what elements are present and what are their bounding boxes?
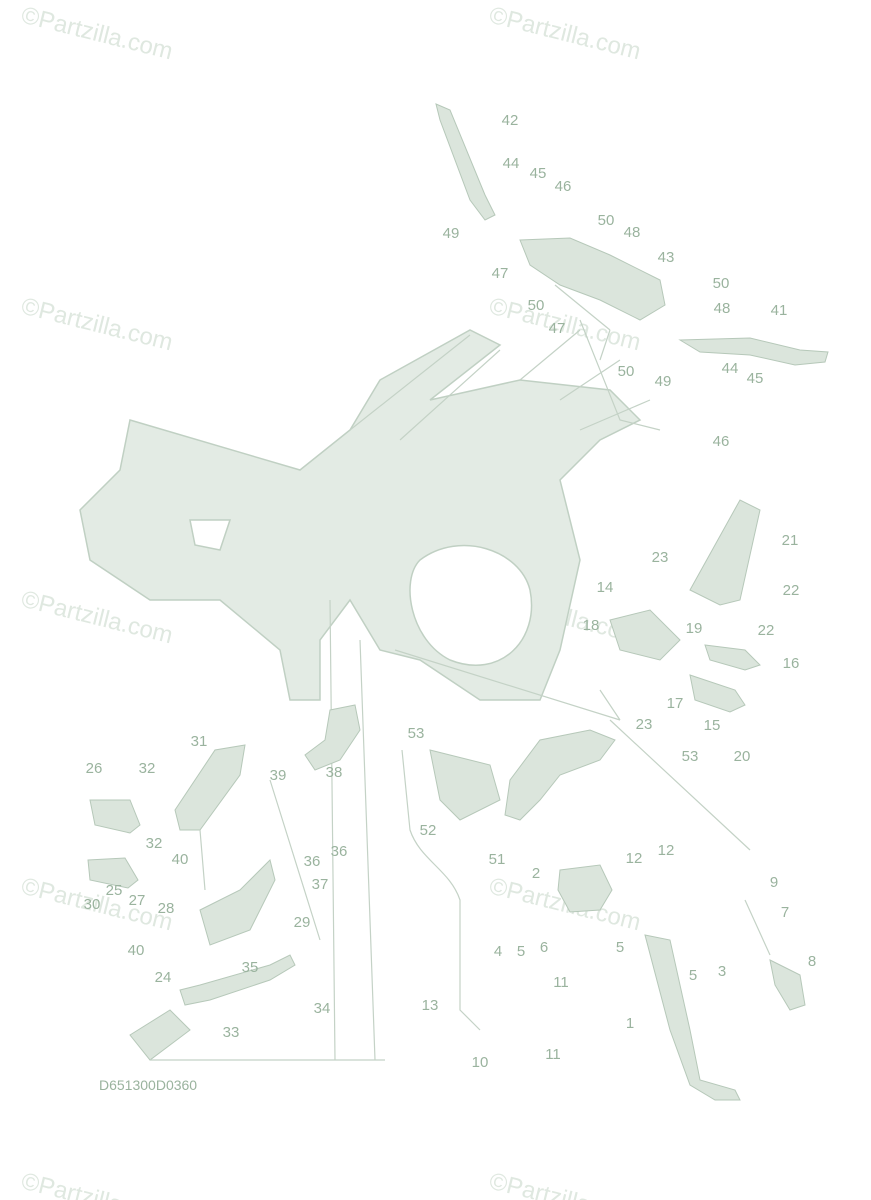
part-number-label: 7: [781, 904, 789, 921]
part-number-label: 31: [191, 733, 208, 750]
part-number-label: 25: [106, 882, 123, 899]
part-number-label: 33: [223, 1024, 240, 1041]
part-number-label: 23: [636, 716, 653, 733]
part-number-label: 32: [146, 835, 163, 852]
rear-bracket-drawing: [435, 103, 829, 431]
watermark-2: ©Partzilla.com: [487, 2, 644, 66]
part-number-label: 47: [492, 265, 509, 282]
part-number-label: 3: [718, 963, 726, 980]
part-number-label: 11: [553, 974, 569, 991]
part-number-label: 22: [783, 582, 800, 599]
part-number-label: 5: [517, 943, 525, 960]
watermark-3: ©Partzilla.com: [19, 293, 176, 357]
part-number-label: 28: [158, 900, 175, 917]
part-number-label: 50: [528, 297, 545, 314]
part-number-label: 50: [713, 275, 730, 292]
part-number-label: 50: [618, 363, 635, 380]
part-number-label: 26: [86, 760, 103, 777]
part-number-label: 17: [667, 695, 684, 712]
left-footrest-drawing: [87, 704, 385, 1061]
right-footrest-drawing: [599, 499, 761, 851]
part-number-label: 52: [420, 822, 437, 839]
part-number-label: 36: [331, 843, 348, 860]
watermark-9: ©Partzilla.com: [19, 1168, 176, 1200]
part-number-label: 8: [808, 953, 816, 970]
part-number-label: 22: [758, 622, 775, 639]
part-number-label: 32: [139, 760, 156, 777]
part-number-label: 49: [655, 373, 672, 390]
part-number-label: 40: [128, 942, 145, 959]
part-number-label: 24: [155, 969, 172, 986]
part-number-label: 48: [714, 300, 731, 317]
diagram-code: D651300D0360: [99, 1077, 197, 1093]
part-number-label: 18: [583, 617, 600, 634]
part-number-label: 5: [616, 939, 624, 956]
part-number-label: 1: [626, 1015, 634, 1032]
part-number-label: 29: [294, 914, 311, 931]
part-number-label: 47: [549, 320, 566, 337]
part-number-label: 44: [722, 360, 739, 377]
part-number-label: 42: [502, 112, 519, 129]
part-number-label: 45: [747, 370, 764, 387]
part-number-label: 4: [494, 943, 502, 960]
watermark-10: ©Partzilla.com: [487, 1168, 644, 1200]
watermark-1: ©Partzilla.com: [19, 2, 176, 66]
part-number-label: 30: [84, 896, 101, 913]
part-number-label: 13: [422, 997, 439, 1014]
part-number-label: 5: [689, 967, 697, 984]
part-number-label: 40: [172, 851, 189, 868]
part-number-label: 20: [734, 748, 751, 765]
part-number-label: 41: [771, 302, 788, 319]
part-number-label: 36: [304, 853, 321, 870]
part-number-label: 35: [242, 959, 259, 976]
part-number-label: 14: [597, 579, 614, 596]
part-number-label: 45: [530, 165, 547, 182]
part-number-label: 19: [686, 620, 703, 637]
part-number-label: 39: [270, 767, 287, 784]
part-number-label: 49: [443, 225, 460, 242]
part-number-label: 10: [472, 1054, 489, 1071]
part-number-label: 46: [713, 433, 730, 450]
part-number-label: 9: [770, 874, 778, 891]
part-number-label: 53: [408, 725, 425, 742]
part-number-label: 44: [503, 155, 520, 172]
part-number-label: 2: [532, 865, 540, 882]
center-stand-drawing: [401, 729, 806, 1101]
part-number-label: 34: [314, 1000, 331, 1017]
part-number-label: 15: [704, 717, 721, 734]
part-number-label: 21: [782, 532, 799, 549]
part-number-label: 48: [624, 224, 641, 241]
part-number-label: 27: [129, 892, 146, 909]
part-number-label: 51: [489, 851, 506, 868]
part-number-label: 38: [326, 764, 343, 781]
part-number-label: 6: [540, 939, 548, 956]
main-frame-drawing: [79, 329, 651, 1061]
part-number-label: 37: [312, 876, 329, 893]
part-number-label: 43: [658, 249, 675, 266]
part-number-label: 23: [652, 549, 669, 566]
part-number-label: 12: [658, 842, 675, 859]
part-number-label: 53: [682, 748, 699, 765]
part-number-label: 12: [626, 850, 643, 867]
part-number-label: 50: [598, 212, 615, 229]
part-number-label: 11: [545, 1046, 561, 1063]
part-number-label: 16: [783, 655, 800, 672]
part-number-label: 46: [555, 178, 572, 195]
